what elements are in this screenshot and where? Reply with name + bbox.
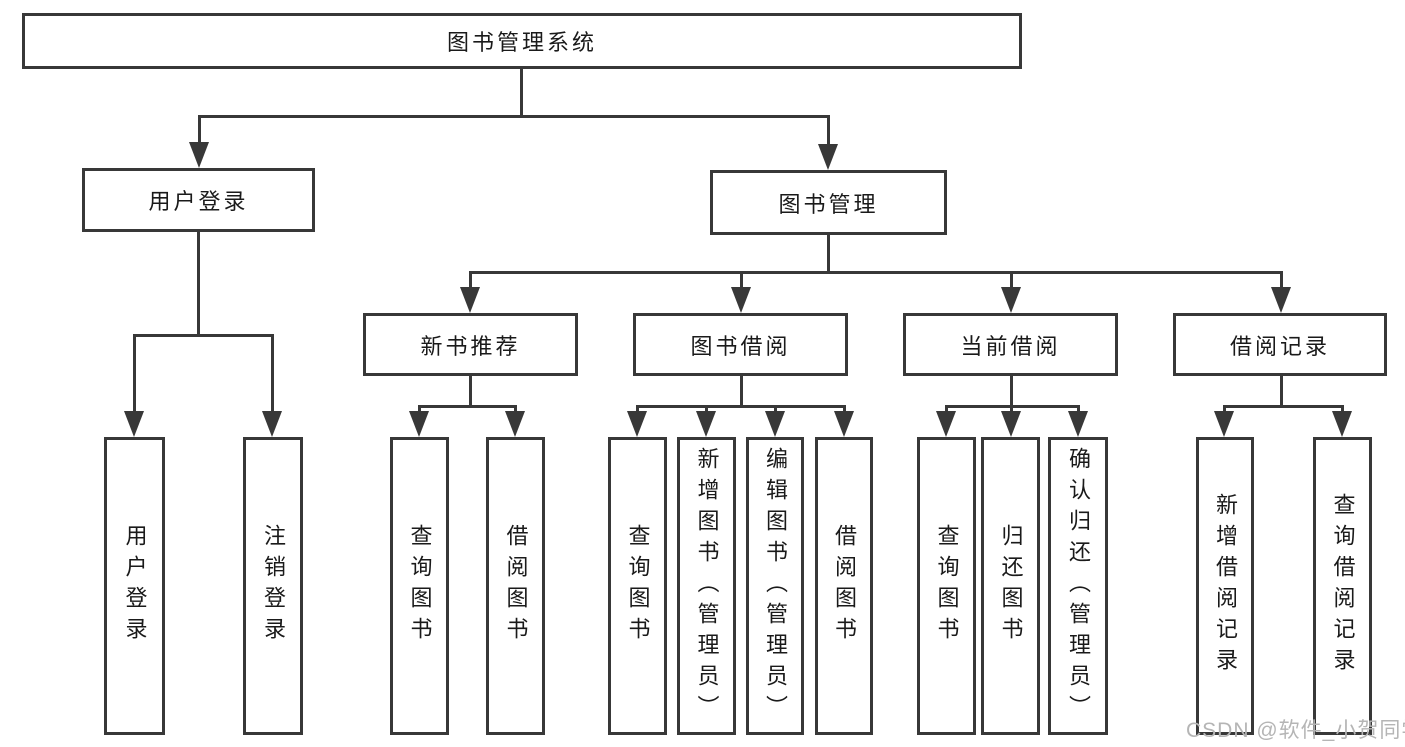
edge-bookmgmt-stub-3 <box>1010 271 1013 290</box>
arrow-to-cb-return <box>1001 411 1021 437</box>
edge-bookborrow-rail <box>636 405 845 408</box>
edge-borrowrecord-rail <box>1223 405 1344 408</box>
arrow-to-book-borrow <box>731 287 751 313</box>
arrow-to-bb-edit <box>765 411 785 437</box>
leaf-currentborrow-confirm: 确认归还（管理员） <box>1048 437 1108 735</box>
arrow-to-new-book <box>460 287 480 313</box>
arrow-to-bb-borrow <box>834 411 854 437</box>
edge-currentborrow-stub-3 <box>1077 405 1080 414</box>
leaf-currentborrow-return: 归还图书 <box>981 437 1040 735</box>
edge-bookmgmt-stub-4 <box>1280 271 1283 290</box>
leaf-bookborrow-borrow: 借阅图书 <box>815 437 873 735</box>
edge-userlogin-rail <box>133 334 274 337</box>
arrow-to-book-mgmt <box>818 144 838 170</box>
edge-newbook-rail <box>418 405 517 408</box>
leaf-currentborrow-query-label: 查询图书 <box>934 524 960 648</box>
edge-bookborrow-stub-4 <box>843 405 846 414</box>
edge-newbook-stub-2 <box>514 405 517 414</box>
edge-userlogin-stub-2 <box>271 334 274 413</box>
edge-borrowrecord-stem <box>1280 376 1283 408</box>
edge-root-left-stub <box>198 115 201 145</box>
edge-currentborrow-stub-2 <box>1010 405 1013 414</box>
edge-bookmgmt-rail <box>469 271 1283 274</box>
leaf-bookborrow-add-label: 新增图书（管理员） <box>694 446 720 726</box>
arrow-to-user-login <box>189 142 209 168</box>
arrow-to-cb-query <box>936 411 956 437</box>
arrow-to-nb-borrow <box>505 411 525 437</box>
leaf-bookborrow-edit: 编辑图书（管理员） <box>746 437 804 735</box>
edge-userlogin-stub-1 <box>133 334 136 413</box>
edge-newbook-stub-1 <box>418 405 421 414</box>
arrow-to-br-query <box>1332 411 1352 437</box>
leaf-bookborrow-add: 新增图书（管理员） <box>677 437 736 735</box>
edge-bookborrow-stub-1 <box>636 405 639 414</box>
edge-borrowrecord-stub-1 <box>1223 405 1226 414</box>
leaf-borrowrecord-query: 查询借阅记录 <box>1313 437 1372 735</box>
edge-root-rail <box>198 115 830 118</box>
edge-bookborrow-stub-2 <box>705 405 708 414</box>
edge-bookborrow-stem <box>740 376 743 408</box>
leaf-newbook-borrow-label: 借阅图书 <box>503 524 529 648</box>
arrow-to-borrow-record <box>1271 287 1291 313</box>
leaf-currentborrow-confirm-label: 确认归还（管理员） <box>1066 446 1091 726</box>
edge-bookmgmt-stem <box>827 235 830 274</box>
node-book-borrow: 图书借阅 <box>633 313 848 376</box>
node-current-borrow: 当前借阅 <box>903 313 1118 376</box>
leaf-currentborrow-return-label: 归还图书 <box>998 524 1024 648</box>
leaf-borrowrecord-add: 新增借阅记录 <box>1196 437 1254 735</box>
node-book-mgmt: 图书管理 <box>710 170 947 235</box>
leaf-bookborrow-borrow-label: 借阅图书 <box>832 524 857 648</box>
node-root: 图书管理系统 <box>22 13 1022 69</box>
arrow-to-cb-confirm <box>1068 411 1088 437</box>
edge-borrowrecord-stub-2 <box>1341 405 1344 414</box>
edge-root-right-stub <box>827 115 830 145</box>
leaf-newbook-query-label: 查询图书 <box>407 524 433 648</box>
leaf-bookborrow-query-label: 查询图书 <box>625 524 651 648</box>
arrow-to-br-add <box>1214 411 1234 437</box>
edge-currentborrow-stem <box>1010 376 1013 408</box>
edge-root-stem <box>520 69 523 116</box>
leaf-borrowrecord-query-label: 查询借阅记录 <box>1330 493 1356 679</box>
node-user-login: 用户登录 <box>82 168 315 232</box>
leaf-currentborrow-query: 查询图书 <box>917 437 976 735</box>
arrow-to-leaf-user-login <box>124 411 144 437</box>
leaf-newbook-borrow: 借阅图书 <box>486 437 545 735</box>
arrow-to-leaf-logout <box>262 411 282 437</box>
arrow-to-bb-query <box>627 411 647 437</box>
arrow-to-nb-query <box>409 411 429 437</box>
leaf-user-login: 用户登录 <box>104 437 165 735</box>
arrow-to-bb-add <box>696 411 716 437</box>
leaf-user-login-label: 用户登录 <box>122 524 148 648</box>
edge-bookborrow-stub-3 <box>774 405 777 414</box>
leaf-logout-label: 注销登录 <box>261 524 286 648</box>
arrow-to-current-borrow <box>1001 287 1021 313</box>
edge-currentborrow-stub-1 <box>945 405 948 414</box>
leaf-bookborrow-query: 查询图书 <box>608 437 667 735</box>
edge-bookmgmt-stub-1 <box>469 271 472 290</box>
leaf-logout: 注销登录 <box>243 437 303 735</box>
node-new-book: 新书推荐 <box>363 313 578 376</box>
watermark: CSDN @软件_小贺同学 <box>1186 719 1405 742</box>
node-borrow-record: 借阅记录 <box>1173 313 1387 376</box>
leaf-newbook-query: 查询图书 <box>390 437 449 735</box>
edge-userlogin-stem <box>197 232 200 337</box>
leaf-borrowrecord-add-label: 新增借阅记录 <box>1213 493 1238 679</box>
leaf-bookborrow-edit-label: 编辑图书（管理员） <box>763 446 788 726</box>
edge-bookmgmt-stub-2 <box>740 271 743 290</box>
edge-newbook-stem <box>469 376 472 408</box>
